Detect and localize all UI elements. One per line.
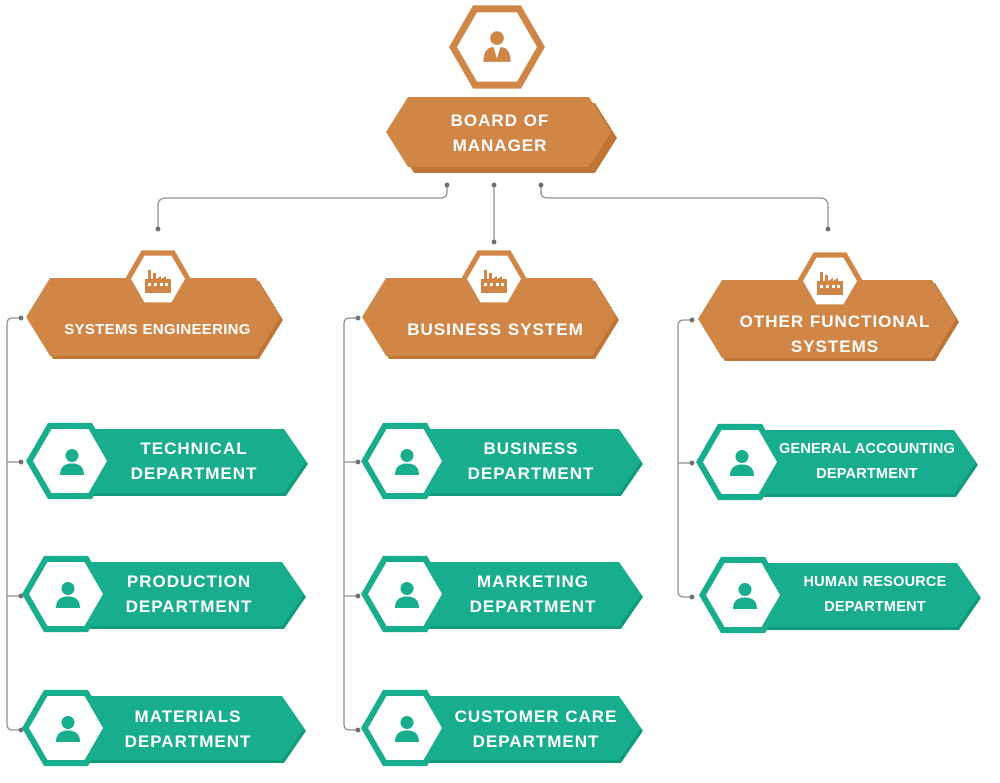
technical-line1: TECHNICAL — [140, 439, 248, 458]
connector-dot — [18, 727, 24, 733]
customer-care-department-label: CUSTOMER CARE DEPARTMENT — [445, 704, 627, 754]
general-accounting-department-label: GENERAL ACCOUNTING DEPARTMENT — [772, 437, 962, 487]
marketing-department-label: MARKETING DEPARTMENT — [447, 569, 619, 619]
connector-lines — [6, 182, 831, 733]
connector-dot — [689, 317, 695, 323]
top-node-line1: BOARD OF — [450, 111, 550, 130]
customer-care-line1: CUSTOMER CARE — [454, 707, 618, 726]
connector-dot — [444, 182, 450, 188]
connector-to-systems-engineering — [157, 185, 448, 229]
department-banner-7 — [759, 563, 979, 627]
connector-dot — [538, 182, 544, 188]
connector-dot — [355, 727, 361, 733]
connector-dot — [18, 593, 24, 599]
business-department-label: BUSINESS DEPARTMENT — [445, 436, 617, 486]
department-banner-6 — [756, 430, 976, 494]
system-node-banner-0 — [26, 278, 280, 356]
system-node-banner-2 — [698, 280, 956, 358]
business-line1: BUSINESS — [483, 439, 579, 458]
other-functional-label: OTHER FUNCTIONAL SYSTEMS — [715, 309, 955, 359]
connector-dot — [491, 239, 497, 245]
top-node-hex-inner — [457, 12, 537, 82]
materials-line2: DEPARTMENT — [124, 732, 252, 751]
business-system-line1: BUSINESS SYSTEM — [407, 319, 584, 339]
business-system-label: BUSINESS SYSTEM — [378, 304, 613, 354]
technical-department-label: TECHNICAL DEPARTMENT — [108, 436, 280, 486]
department-banner-0 — [86, 429, 306, 493]
connector-dot — [18, 459, 24, 465]
materials-department-label: MATERIALS DEPARTMENT — [102, 704, 274, 754]
connector-dot — [355, 593, 361, 599]
department-banner-3 — [421, 429, 641, 493]
top-node-line2: MANAGER — [452, 136, 548, 155]
connector-to-other-functional — [540, 185, 829, 229]
department-banner-1 — [82, 562, 304, 626]
department-banner-5 — [421, 696, 641, 760]
department-banner-2 — [82, 696, 304, 760]
other-functional-line2: SYSTEMS — [790, 337, 880, 356]
marketing-line1: MARKETING — [477, 572, 589, 591]
top-node-label: BOARD OF MANAGER — [430, 108, 570, 158]
bracket-line-1 — [343, 317, 358, 731]
bracket-line-2 — [677, 319, 692, 598]
other-functional-line1: OTHER FUNCTIONAL — [739, 312, 931, 331]
materials-line1: MATERIALS — [134, 707, 242, 726]
human-resource-department-label: HUMAN RESOURCE DEPARTMENT — [785, 570, 965, 620]
systems-engineering-line1: SYSTEMS ENGINEERING — [64, 320, 251, 338]
production-line1: PRODUCTION — [126, 572, 252, 591]
department-banner-4 — [421, 562, 641, 626]
connector-dot — [355, 315, 361, 321]
customer-care-line2: DEPARTMENT — [472, 732, 600, 751]
bracket-line-0 — [6, 317, 21, 731]
connector-dot — [689, 460, 695, 466]
systems-engineering-label: SYSTEMS ENGINEERING — [40, 304, 275, 354]
connector-dot — [155, 226, 161, 232]
technical-line2: DEPARTMENT — [130, 464, 258, 483]
connector-dot — [18, 315, 24, 321]
human-resource-line2: DEPARTMENT — [824, 599, 926, 615]
connector-dot — [491, 182, 497, 188]
general-accounting-line2: DEPARTMENT — [816, 466, 918, 482]
human-resource-line1: HUMAN RESOURCE — [803, 574, 947, 590]
connector-dot — [825, 226, 831, 232]
top-node-banner — [386, 97, 611, 167]
system-node-banner-1 — [362, 278, 616, 356]
connector-dot — [355, 459, 361, 465]
production-line2: DEPARTMENT — [125, 597, 253, 616]
business-line2: DEPARTMENT — [467, 464, 595, 483]
production-department-label: PRODUCTION DEPARTMENT — [103, 569, 275, 619]
connector-dot — [689, 594, 695, 600]
general-accounting-line1: GENERAL ACCOUNTING — [779, 441, 955, 457]
marketing-line2: DEPARTMENT — [469, 597, 597, 616]
